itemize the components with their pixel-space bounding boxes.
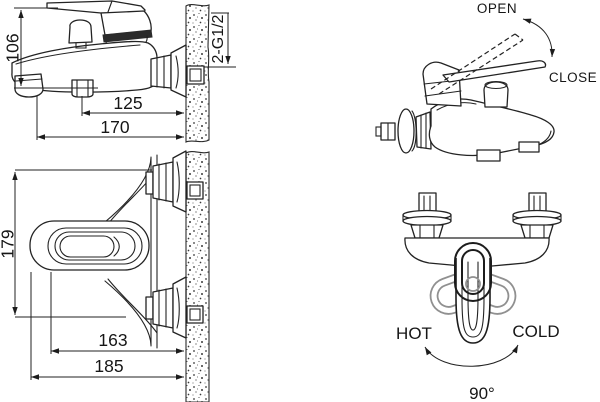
knob-top-ellipse [484,80,508,90]
body-inner-line [15,44,141,65]
union-nut-persp [415,111,432,150]
hex-left-facets [419,224,435,239]
handle-loop-ring3 [54,231,136,261]
spout-inner-2 [467,261,479,331]
cartridge-band [102,29,153,43]
cone-arc [175,55,179,89]
spout-inner-1 [461,259,485,338]
stub-top [186,181,204,200]
body-sweep-bottom [104,278,158,346]
under-tab-1 [476,149,501,162]
stub-left-facets [423,195,431,213]
flange-left-sides [402,214,452,222]
union-step-top [145,171,154,195]
dim-label-170: 170 [100,117,129,137]
hex-right [520,224,554,239]
dim-label-163: 163 [98,330,127,350]
body-persp [428,98,555,157]
lever-open-position [430,33,524,95]
union-nut-bottom [152,287,174,329]
stub-right-facets [533,195,541,213]
handle-loop-ring2 [47,227,143,265]
stub-top-inner [189,184,201,197]
body-front [404,237,550,267]
open-close-arrow [522,18,556,58]
flange-right-bot [512,215,562,227]
dim-label-179: 179 [0,229,18,258]
front-dimension-view: 179 163 185 [0,150,210,402]
spout-cap-line [539,130,552,145]
union-step-bottom [145,296,154,320]
pipe-stub [186,65,205,85]
cold-label: COLD [512,322,559,341]
hex-left [410,224,444,239]
hot-cold-view: HOT COLD 90° [396,192,562,402]
side-dimension-view: 106 125 170 2-G1/2 [3,0,236,143]
union-nut-facets [156,55,165,89]
pivot-circle [465,276,481,292]
cone-bottom-arc [176,287,180,329]
dim-label-106: 106 [3,33,23,62]
union-nut-top-facets [158,162,167,202]
hex-right-facets [529,224,545,239]
stub-right [528,192,547,213]
union-facets-persp [420,112,427,149]
angle-label: 90° [469,384,495,402]
open-label: OPEN [477,1,517,16]
hot-label: HOT [396,324,432,343]
pipe-stub-inner [189,68,202,82]
union-nut-top [152,161,174,203]
diverter-knob [68,19,93,44]
knob-stem [75,42,87,49]
flange-right-sides [512,214,562,222]
knob-persp [483,81,509,108]
aerator [14,73,44,98]
dim-label-125: 125 [113,93,142,113]
open-close-view: OPEN CLOSE [375,1,597,162]
thread-label: 2-G1/2 [210,14,227,63]
union-nut-bottom-facets [158,288,167,328]
rotation-arc [424,344,519,367]
stub-bottom [186,305,204,324]
dim-label-185: 185 [94,356,123,376]
close-label: CLOSE [549,70,597,85]
cone-top-arc [176,161,180,203]
flange-left-bot [402,215,452,227]
wall-flange-disc [397,108,415,154]
union-nut [150,54,172,89]
lever-closed-position [442,60,547,83]
stub-bottom-inner [189,308,201,321]
under-tab-2 [518,141,540,153]
handle-loop-inner [59,235,115,258]
handle-thumb-arc [113,236,120,257]
pipe-stub-cap [375,126,382,137]
stub-left [418,192,437,213]
wall-section-lower [185,151,210,402]
lever-fold-line [107,0,113,13]
handle-loop-outer [29,220,150,271]
